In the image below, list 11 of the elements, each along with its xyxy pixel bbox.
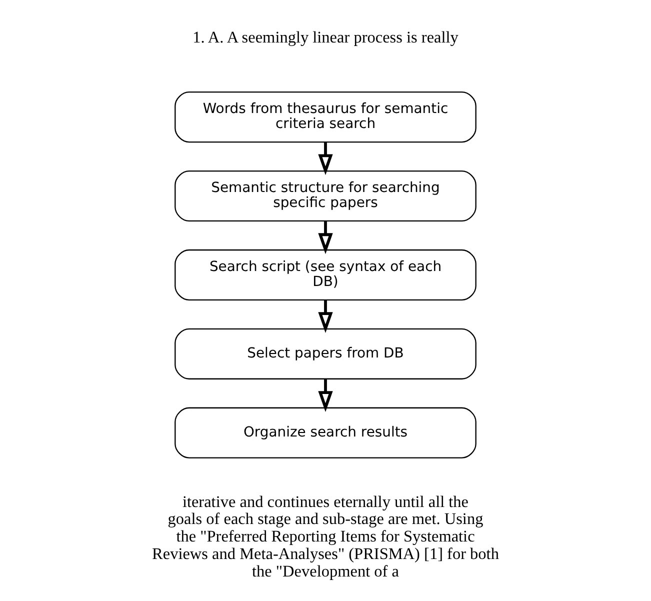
node-box: Search script (see syntax of each DB): [174, 249, 476, 300]
node-box: Semantic structure for searching specific papers: [174, 170, 476, 222]
arrow: [318, 300, 333, 334]
arrow: [318, 378, 333, 412]
arrow: [318, 142, 333, 176]
node-box: Words from thesaurus for semantic criteria search: [174, 92, 476, 143]
node-box: Select papers from DB: [174, 328, 476, 380]
arrow: [318, 221, 333, 254]
node-box: Organize search results: [174, 407, 476, 458]
label: iterative and continues eternally until all the goals of each stage and sub-stage are met. Using the "Preferred Reporting Items for Systematic Reviews and Meta-Analyses" (PRISMA) [1] for both the "Development of a: [152, 492, 499, 580]
label: 1. A. A seemingly linear process is really: [192, 28, 458, 46]
